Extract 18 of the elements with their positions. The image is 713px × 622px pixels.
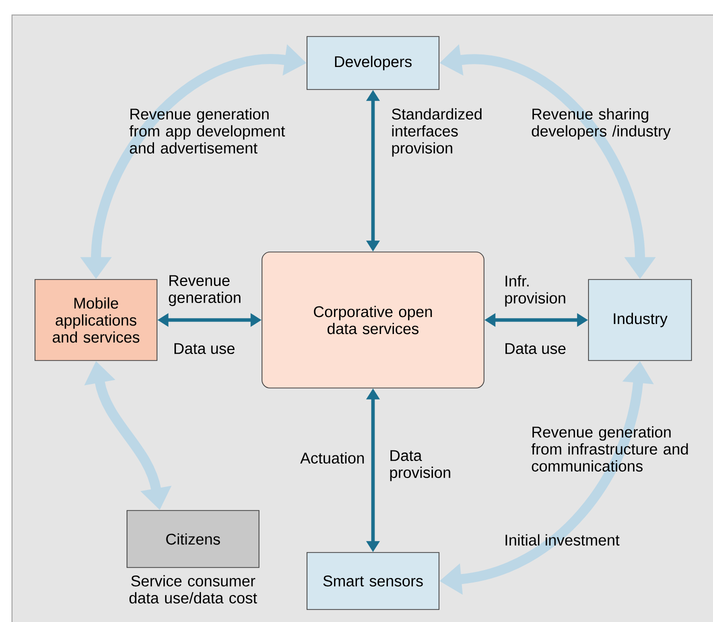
flow-note: Actuation	[300, 452, 364, 464]
edge-label: Revenue sharing developers /industry	[532, 108, 671, 140]
edge-label: Data provision	[390, 450, 450, 482]
process-box: Mobile applications and services	[34, 279, 158, 361]
edge-label: Infr. provision	[505, 275, 566, 307]
edge-label: Revenue generation from infrastructure and communications	[531, 426, 688, 472]
flow-note: Data use	[174, 343, 235, 354]
process-box: Smart sensors	[306, 552, 440, 610]
node-caption: Service consumer data use/data cost	[129, 575, 258, 604]
edge-label: Revenue generation from app development and advertisement	[129, 108, 285, 154]
flow-note: Data use	[505, 343, 566, 354]
process-box: Industry	[588, 279, 692, 361]
process-box: Corporative open data services	[262, 252, 484, 388]
process-box: Citizens	[126, 510, 260, 568]
edge-label: Standardized interfaces provision	[392, 108, 482, 157]
flow-note: Initial investment	[506, 534, 620, 546]
edge-label: Revenue generation	[168, 275, 240, 306]
process-box: Developers	[306, 36, 440, 90]
